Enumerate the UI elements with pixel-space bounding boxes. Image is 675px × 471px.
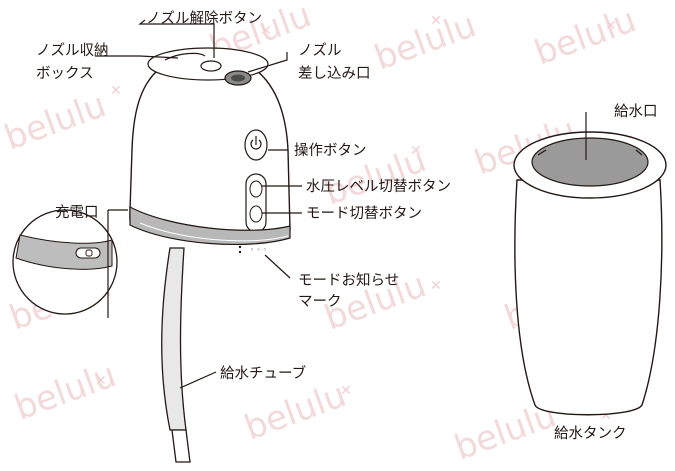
leader-lines (95, 19, 587, 389)
label-pressure-button: 水圧レベル切替ボタン (306, 178, 451, 195)
label-nozzle-storage-box: ノズル収納 (36, 42, 109, 59)
water-tank (513, 131, 667, 416)
watermark-star-icon: ✕ (340, 383, 352, 399)
device-base-band (129, 206, 291, 246)
watermark-star-icon: ✕ (260, 23, 272, 39)
device-body: ◦ ◦ ◦ (129, 47, 291, 463)
label-mode-mark: モードお知らせ (298, 272, 399, 289)
label-mode-mark-2: マーク (298, 293, 342, 310)
label-operation-button: 操作ボタン (294, 142, 367, 159)
watermark-star-icon: ✕ (430, 13, 442, 29)
water-tube (161, 247, 187, 431)
charging-port-inset (12, 209, 118, 318)
label-nozzle-release-button: ノズル解除ボタン (146, 10, 262, 27)
label-water-tube: 給水チューブ (220, 364, 306, 382)
water-inlet (531, 137, 649, 187)
watermark-text: belulu (529, 0, 641, 73)
label-nozzle-storage-box-2: ボックス (36, 65, 94, 82)
callout-labels: ノズル解除ボタン ノズル収納 ボックス ノズル 差し込み口 操作ボタン 水圧レベ… (36, 10, 658, 442)
watermark-star-icon: ✕ (110, 83, 122, 99)
watermark-star-icon: ✕ (95, 373, 107, 389)
pressure-button[interactable] (245, 173, 267, 233)
mode-indicator-marks: ◦ ◦ ◦ (238, 245, 267, 254)
label-mode-button: モード切替ボタン (306, 205, 422, 222)
label-nozzle-inlet: ノズル (298, 42, 342, 59)
nozzle-storage-box (164, 52, 206, 61)
label-charging-port: 充電口 (55, 204, 99, 221)
svg-text:◦ ◦ ◦: ◦ ◦ ◦ (250, 246, 267, 254)
watermark-text: belulu (9, 355, 121, 428)
watermark-star-icon: ✕ (605, 18, 617, 34)
label-nozzle-inlet-2: 差し込み口 (298, 65, 371, 82)
watermark-star-icon: ✕ (600, 408, 612, 424)
watermark-text: belulu (0, 85, 111, 158)
nozzle-release-button (200, 60, 222, 72)
watermark-text: belulu (369, 5, 481, 78)
watermark-star-icon: ✕ (430, 278, 442, 294)
watermark-star-icon: ✕ (410, 143, 422, 159)
operation-button[interactable] (244, 129, 268, 161)
label-water-inlet: 給水口 (614, 103, 658, 120)
label-water-tank: 給水タンク (554, 425, 627, 442)
watermark-text: belulu (239, 375, 351, 448)
